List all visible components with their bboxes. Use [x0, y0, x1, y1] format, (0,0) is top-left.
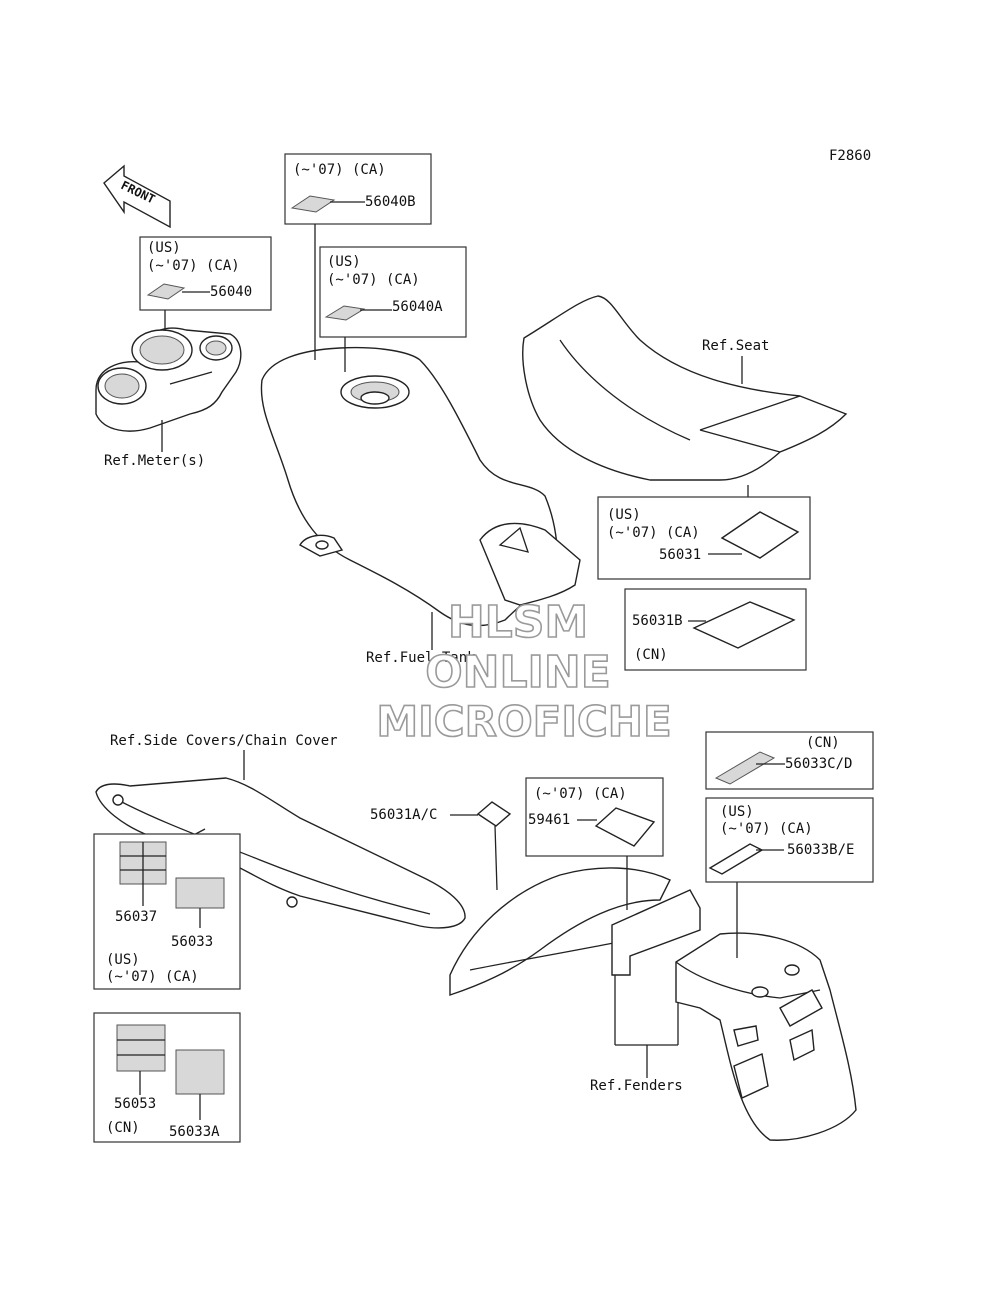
part-56033A: 56033A [169, 1124, 220, 1140]
meter-assembly [95, 327, 242, 432]
label-box-56053: 56053 (CN) 56033A [93, 1012, 241, 1143]
part-56033BE: 56033B/E [787, 842, 854, 858]
watermark-line-3: MICROFICHE [376, 697, 671, 746]
box-56040A-line-2: (~'07) (CA) [327, 272, 420, 288]
part-56037: 56037 [115, 909, 157, 925]
label-box-56040B: (~'07) (CA) 56040B [284, 153, 432, 225]
ref-meter-label: Ref.Meter(s) [104, 453, 205, 469]
watermark: HLSM ONLINE MICROFICHE [376, 596, 673, 747]
fuel-tank [260, 346, 581, 627]
part-59461: 59461 [528, 812, 570, 828]
box-56031-line-2: (~'07) (CA) [607, 525, 700, 541]
box-56040A-line-1: (US) [327, 254, 361, 270]
part-56033: 56033 [171, 934, 213, 950]
rear-inner-fender [449, 867, 671, 996]
figure-code: F2860 [829, 148, 871, 164]
part-56040B: 56040B [365, 194, 416, 210]
box-56031B-line-1: (CN) [634, 647, 668, 663]
watermark-line-1: HLSM [448, 597, 588, 648]
label-box-56031: (US) (~'07) (CA) 56031 [597, 496, 811, 580]
box-56040-line-1: (US) [147, 240, 181, 256]
part-56040: 56040 [210, 284, 252, 300]
part-56031AC: 56031A/C [370, 807, 437, 823]
ref-fenders-label: Ref.Fenders [590, 1078, 683, 1094]
ref-seat-label: Ref.Seat [702, 338, 769, 354]
part-56031: 56031 [659, 547, 701, 563]
front-arrow-icon: FRONT [103, 164, 171, 229]
label-box-56033BE: (US) (~'07) (CA) 56033B/E [705, 797, 874, 883]
box-56053-line-1: (CN) [106, 1120, 140, 1136]
watermark-line-2: ONLINE [425, 647, 611, 698]
box-56033CD-line-1: (CN) [806, 735, 840, 751]
box-56031-line-1: (US) [607, 507, 641, 523]
ref-side-covers-label: Ref.Side Covers/Chain Cover [110, 733, 338, 749]
box-56037-line-1: (US) [106, 952, 140, 968]
box-56033BE-line-1: (US) [720, 804, 754, 820]
label-box-56033CD: (CN) 56033C/D [705, 731, 874, 790]
label-box-56037: 56037 56033 (US) (~'07) (CA) [93, 833, 241, 990]
rear-fender [611, 889, 857, 1141]
box-56033BE-line-2: (~'07) (CA) [720, 821, 813, 837]
box-56037-line-2: (~'07) (CA) [106, 969, 199, 985]
box-59461-line-1: (~'07) (CA) [534, 786, 627, 802]
label-box-56040A: (US) (~'07) (CA) 56040A [319, 246, 467, 338]
label-box-56031B: 56031B (CN) [624, 588, 807, 671]
part-56040A: 56040A [392, 299, 443, 315]
part-56033CD: 56033C/D [785, 756, 852, 772]
seat [522, 295, 848, 481]
label-box-59461: (~'07) (CA) 59461 [525, 777, 664, 857]
decal-56031AC-icon [476, 801, 512, 827]
box-56040B-line-1: (~'07) (CA) [293, 162, 386, 178]
box-56040-line-2: (~'07) (CA) [147, 258, 240, 274]
label-box-56040: (US) (~'07) (CA) 56040 [139, 236, 272, 311]
part-56053: 56053 [114, 1096, 156, 1112]
ref-fuel-tank-label: Ref.Fuel Tank [366, 650, 476, 666]
part-56031B: 56031B [632, 613, 683, 629]
